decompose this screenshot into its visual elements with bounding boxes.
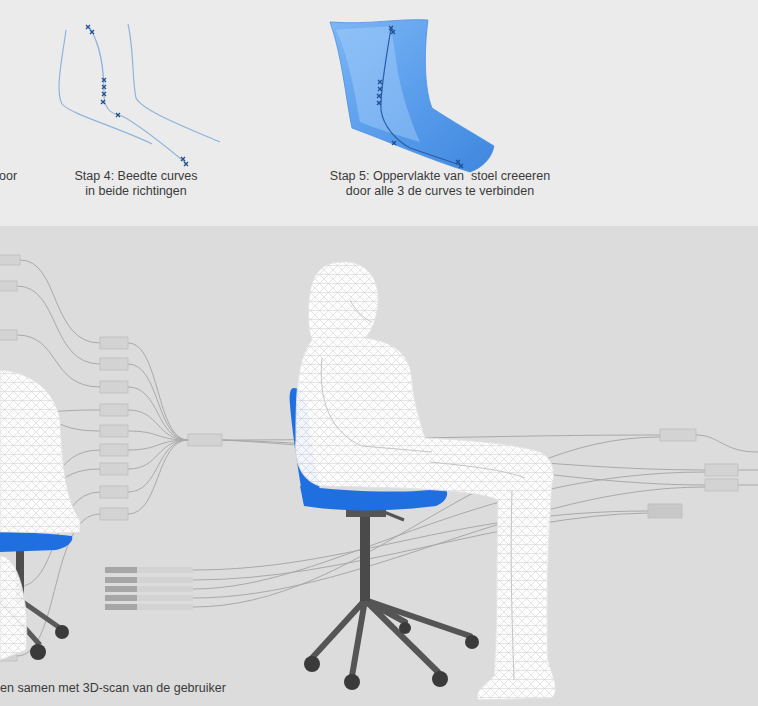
guide-curve xyxy=(59,30,152,144)
guide-curve xyxy=(90,28,186,163)
chair-wheel xyxy=(465,635,479,649)
component-box xyxy=(188,434,222,446)
slider-fill xyxy=(105,595,137,601)
figure-caption: en samen met 3D-scan van de gebruiker xyxy=(0,681,420,696)
slider-fill xyxy=(105,604,137,610)
body-scan xyxy=(0,556,27,660)
slider xyxy=(105,586,193,592)
chair-wheel xyxy=(304,656,320,672)
chair-base xyxy=(312,600,470,676)
component-box xyxy=(648,504,682,518)
control-points xyxy=(377,26,463,168)
slider xyxy=(105,577,193,583)
component-box xyxy=(705,479,738,491)
component-box xyxy=(0,255,20,265)
control-points xyxy=(86,25,188,166)
step-caption: Stap 5: Oppervlakte van stoel creeeren d… xyxy=(324,169,556,199)
bottom-panel xyxy=(0,226,758,706)
body-scan xyxy=(0,370,80,533)
center-scan xyxy=(296,262,556,700)
component-box xyxy=(0,330,17,340)
chair-wheel xyxy=(30,644,46,660)
component-box xyxy=(100,381,128,393)
top-panel xyxy=(0,0,758,226)
slider-fill xyxy=(105,567,137,573)
component-box xyxy=(100,444,128,456)
chair-wheel xyxy=(344,674,360,690)
step-caption: Stap 4: Beedte curves in beide richtinge… xyxy=(72,169,200,199)
component-box xyxy=(705,464,738,476)
slider-fill xyxy=(105,586,137,592)
chair-surface xyxy=(330,20,494,172)
left-scan xyxy=(0,370,80,660)
slider-fill xyxy=(105,577,137,583)
slider xyxy=(105,567,193,573)
slider xyxy=(105,604,193,610)
component-box xyxy=(100,508,128,520)
component-box xyxy=(100,486,128,498)
body-scan xyxy=(296,262,556,700)
component-box xyxy=(0,281,17,291)
chair-wheel xyxy=(55,625,69,639)
component-box xyxy=(100,404,128,416)
chair-wheel xyxy=(432,671,448,687)
component-box xyxy=(100,425,128,437)
component-box xyxy=(100,463,128,475)
step4-curves xyxy=(59,24,220,163)
left-chair xyxy=(0,532,72,660)
chair-lever xyxy=(384,512,404,520)
chair-column xyxy=(360,515,370,601)
component-box xyxy=(660,429,696,441)
component-box xyxy=(100,337,128,349)
body-contour xyxy=(321,300,525,680)
cropped-step-caption: oor xyxy=(0,169,39,184)
guide-curve xyxy=(128,24,220,142)
chair-wheel xyxy=(399,622,411,634)
chair-seat xyxy=(0,532,72,552)
slider-stack xyxy=(105,567,193,610)
component-box xyxy=(100,358,128,370)
slider xyxy=(105,595,193,601)
